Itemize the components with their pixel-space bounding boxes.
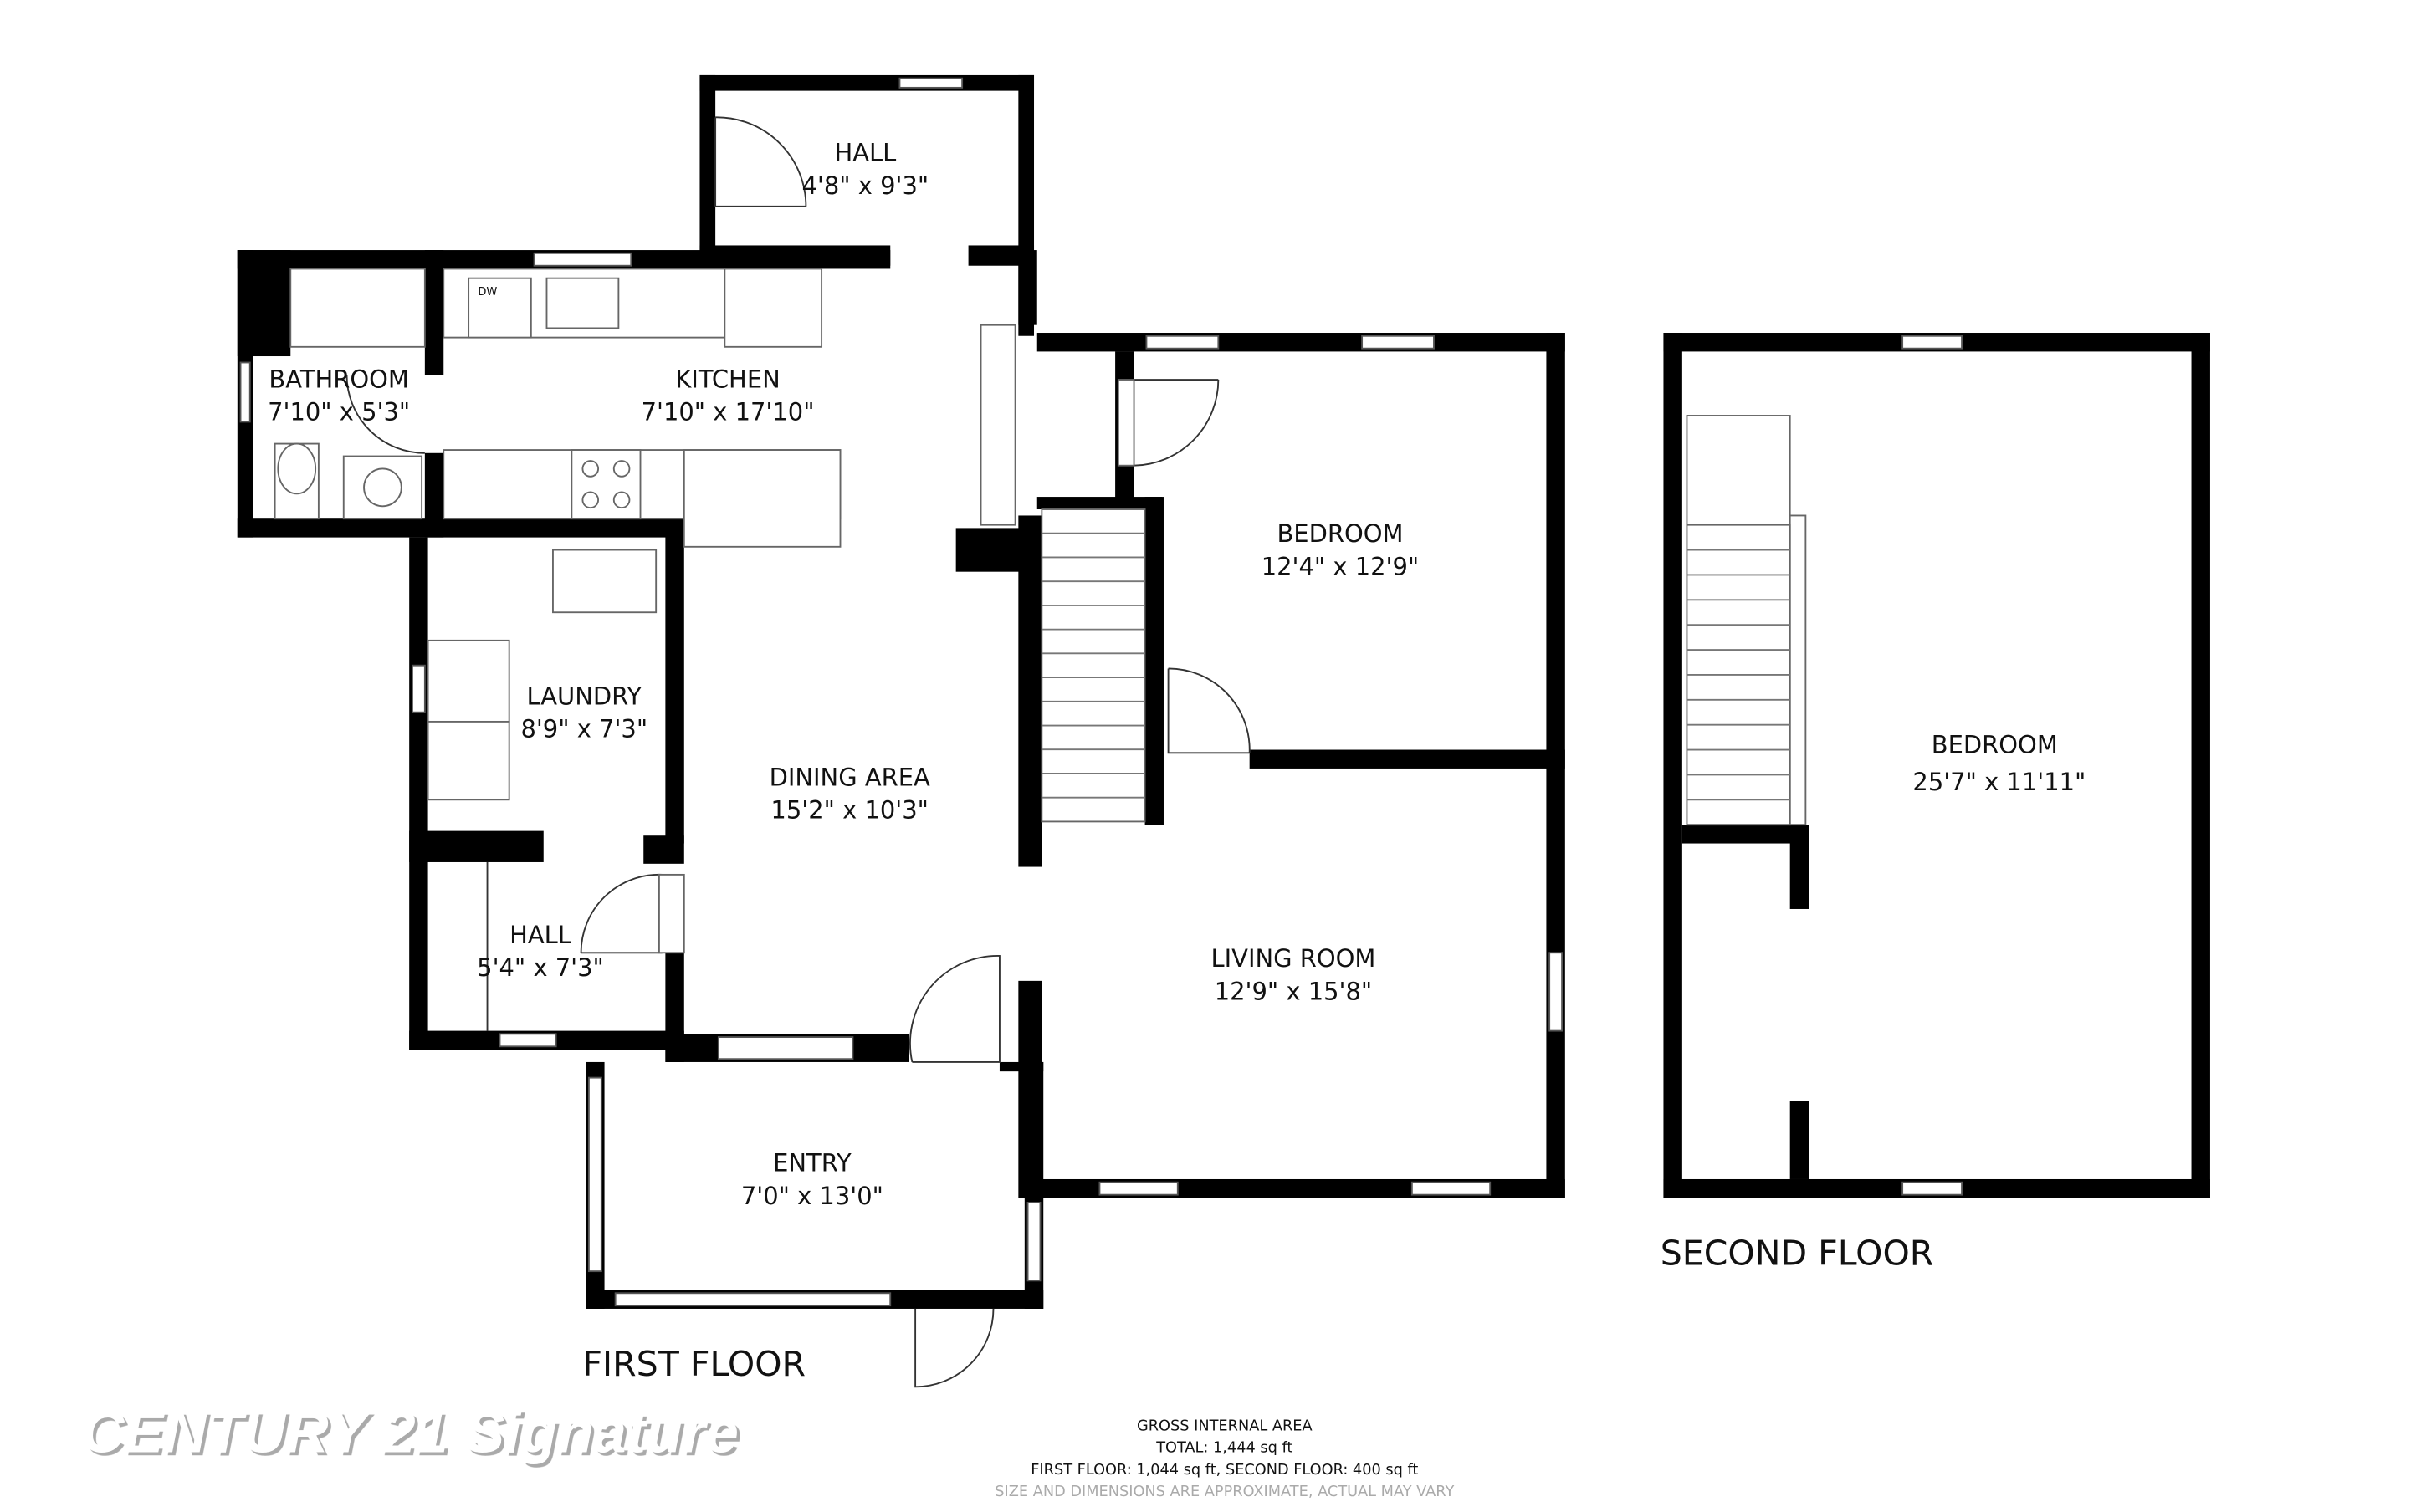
room-name: BATHROOM: [269, 365, 408, 393]
room-name: HALL: [509, 921, 571, 949]
room-name: HALL: [834, 139, 896, 167]
stairs: [1041, 508, 1146, 823]
room-dims: 25'7" x 11'11": [1912, 768, 2086, 796]
first-floor-title: FIRST FLOOR: [582, 1344, 806, 1384]
room-dims: 12'9" x 15'8": [1215, 977, 1373, 1005]
room-dims: 7'10" x 17'10": [642, 398, 815, 427]
stair-outline: [1041, 508, 1146, 823]
watermark-logo: CENTURY 21 Signature: [81, 1400, 739, 1466]
room-name: LIVING ROOM: [1211, 944, 1376, 973]
dishwasher-label: DW: [478, 286, 497, 299]
room-dims: 12'4" x 12'9": [1262, 552, 1420, 580]
area-breakdown: FIRST FLOOR: 1,044 sq ft, SECOND FLOOR: …: [1031, 1462, 1418, 1479]
room-dims: 7'10" x 5'3": [268, 398, 410, 427]
windows: [239, 77, 1564, 1307]
room-dims: 5'4" x 7'3": [477, 953, 604, 982]
room-name: BEDROOM: [1932, 730, 2058, 759]
area-heading: GROSS INTERNAL AREA: [1137, 1418, 1313, 1435]
room-name: BEDROOM: [1277, 519, 1403, 548]
gross-internal-area: GROSS INTERNAL AREA TOTAL: 1,444 sq ft F…: [995, 1418, 1454, 1500]
room-name: LAUNDRY: [526, 682, 642, 710]
fixtures: DW: [274, 268, 1016, 1031]
room-dims: 7'0" x 13'0": [741, 1182, 883, 1210]
room-name: KITCHEN: [675, 365, 780, 393]
second-floor-title: SECOND FLOOR: [1661, 1234, 1934, 1274]
room-name: DINING AREA: [770, 763, 930, 791]
room-dims: 4'8" x 9'3": [802, 171, 929, 200]
room-labels: HALL 4'8" x 9'3" KITCHEN 7'10" x 17'10" …: [268, 139, 2086, 1210]
stairs-second-floor: [1686, 524, 1791, 826]
area-disclaimer: SIZE AND DIMENSIONS ARE APPROXIMATE, ACT…: [995, 1484, 1454, 1500]
room-name: ENTRY: [773, 1149, 852, 1177]
area-total: TOTAL: 1,444 sq ft: [1155, 1440, 1292, 1457]
doors: [345, 116, 1251, 1388]
room-dims: 15'2" x 10'3": [770, 796, 929, 825]
room-dims: 8'9" x 7'3": [520, 715, 647, 743]
